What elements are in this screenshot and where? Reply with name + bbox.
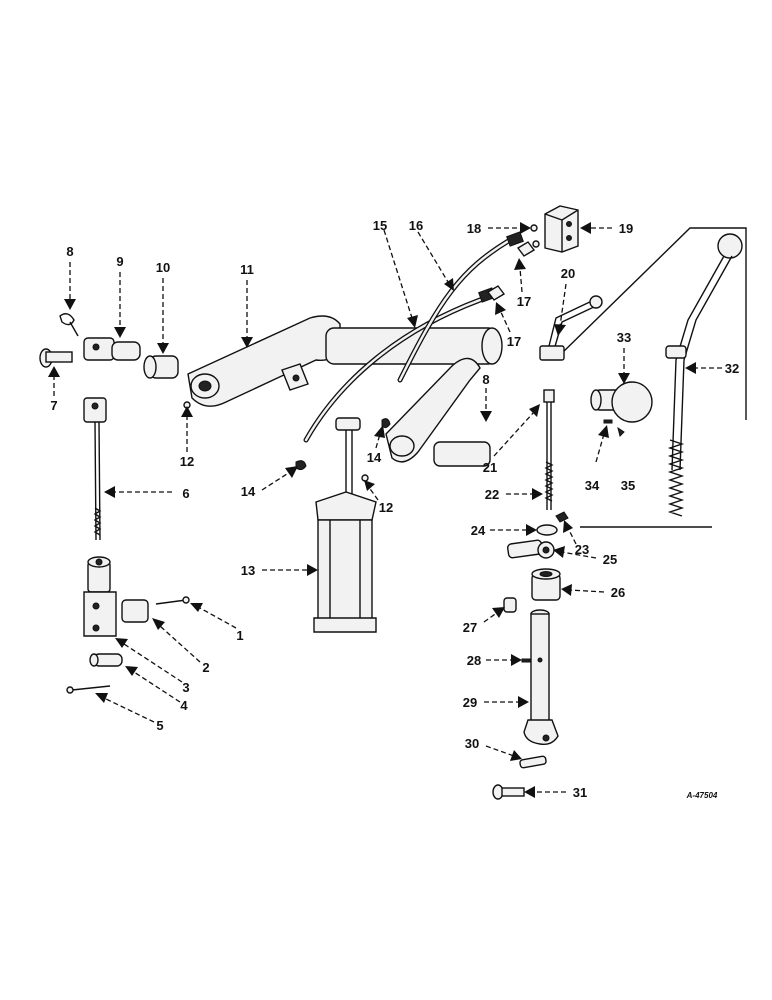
part-27-bushing bbox=[503, 597, 517, 613]
callout-24: 24 bbox=[471, 523, 486, 538]
callout-32: 32 bbox=[725, 361, 739, 376]
part-25-fitting bbox=[507, 539, 555, 559]
drawing-code: A-47504 bbox=[686, 791, 718, 800]
part-31-pin bbox=[492, 784, 525, 800]
callout-3: 3 bbox=[182, 680, 189, 695]
callout-5: 5 bbox=[156, 718, 163, 733]
callout-12a: 12 bbox=[180, 454, 194, 469]
part-3-yoke bbox=[66, 556, 190, 694]
callout-28: 28 bbox=[467, 653, 481, 668]
part-17-elbows bbox=[486, 241, 536, 301]
callout-19: 19 bbox=[619, 221, 633, 236]
part-6-rod bbox=[83, 397, 107, 541]
part-24-washer bbox=[536, 524, 558, 536]
part-18-rings bbox=[530, 224, 540, 248]
callout-10: 10 bbox=[156, 260, 170, 275]
callout-31: 31 bbox=[573, 785, 587, 800]
callout-14a: 14 bbox=[241, 484, 256, 499]
part-30-pin bbox=[519, 755, 547, 769]
callout-8b: 8 bbox=[482, 372, 489, 387]
callout-2: 2 bbox=[202, 660, 209, 675]
part-29-tube bbox=[523, 609, 559, 746]
callout-27: 27 bbox=[463, 620, 477, 635]
callout-26: 26 bbox=[611, 585, 625, 600]
inset-frame bbox=[559, 227, 747, 528]
part-19-block bbox=[544, 205, 579, 253]
callout-34: 34 bbox=[585, 478, 600, 493]
part-21-arm bbox=[385, 357, 491, 467]
part-15-16-hoses bbox=[303, 231, 524, 443]
part-13-cylinder bbox=[313, 417, 377, 633]
part-11-arm bbox=[187, 315, 503, 407]
part-12-ball-b bbox=[361, 474, 369, 482]
part-7-pin bbox=[39, 348, 73, 368]
callout-17a: 17 bbox=[517, 294, 531, 309]
callout-9: 9 bbox=[116, 254, 123, 269]
callout-12b: 12 bbox=[379, 500, 393, 515]
part-20-lever bbox=[539, 295, 603, 361]
callout-7: 7 bbox=[50, 398, 57, 413]
part-22-bolt bbox=[543, 389, 555, 510]
part-32-lever bbox=[665, 233, 743, 517]
leader-lines bbox=[48, 222, 722, 798]
callout-33: 33 bbox=[617, 330, 631, 345]
callout-21: 21 bbox=[483, 460, 497, 475]
callout-1: 1 bbox=[236, 628, 243, 643]
callout-4: 4 bbox=[180, 698, 188, 713]
part-14-fittings bbox=[295, 418, 391, 471]
part-35-spring bbox=[617, 426, 625, 437]
part-8-cotter bbox=[59, 313, 79, 337]
part-28-pin bbox=[521, 658, 531, 663]
callout-25: 25 bbox=[603, 552, 617, 567]
part-26-coupler bbox=[531, 568, 561, 601]
callout-17b: 17 bbox=[507, 334, 521, 349]
callout-14b: 14 bbox=[367, 450, 382, 465]
callout-8a: 8 bbox=[66, 244, 73, 259]
callout-6: 6 bbox=[182, 486, 189, 501]
callout-11: 11 bbox=[240, 262, 254, 277]
part-34-key bbox=[603, 419, 613, 424]
callout-35: 35 bbox=[621, 478, 635, 493]
callout-30: 30 bbox=[465, 736, 479, 751]
part-drawings bbox=[39, 205, 743, 800]
callout-22: 22 bbox=[485, 487, 499, 502]
callout-15: 15 bbox=[373, 218, 387, 233]
callout-23: 23 bbox=[575, 542, 589, 557]
part-23-clip bbox=[555, 511, 569, 523]
part-9-clevis bbox=[83, 337, 141, 361]
part-10-bushing bbox=[143, 355, 179, 379]
callout-labels: 1 2 3 4 5 6 7 8 9 10 11 12 12 13 14 14 1… bbox=[50, 218, 739, 800]
callout-29: 29 bbox=[463, 695, 477, 710]
callout-16: 16 bbox=[409, 218, 423, 233]
callout-18: 18 bbox=[467, 221, 481, 236]
part-33-knob bbox=[590, 381, 653, 423]
callout-13: 13 bbox=[241, 563, 255, 578]
callout-20: 20 bbox=[561, 266, 575, 281]
